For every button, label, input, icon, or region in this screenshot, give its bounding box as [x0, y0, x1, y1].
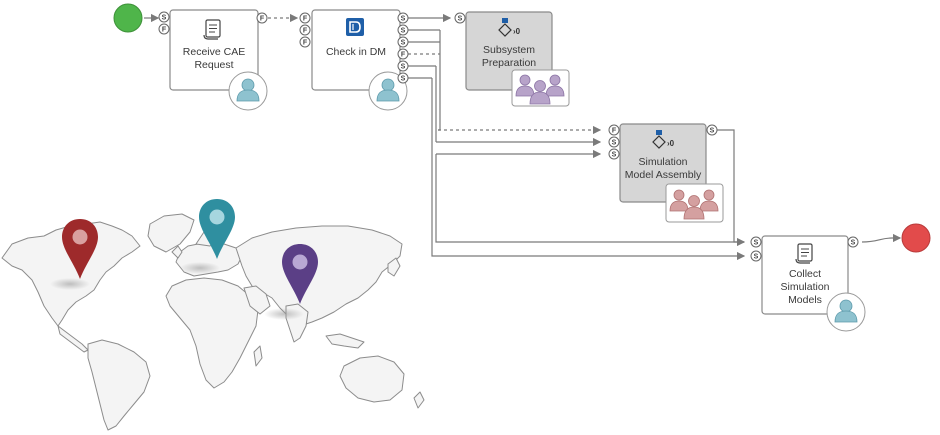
user-group-icon: [515, 74, 565, 105]
map-central-america: [57, 325, 89, 353]
port-success[interactable]: S: [706, 124, 718, 136]
user-badge[interactable]: [826, 292, 866, 332]
port-label: F: [303, 28, 308, 35]
port-success[interactable]: S: [397, 72, 409, 84]
port-label: S: [851, 240, 856, 247]
port-failure[interactable]: F: [256, 12, 268, 24]
script-scroll-icon: [795, 243, 813, 264]
port-label: F: [260, 16, 265, 23]
port-success[interactable]: S: [397, 12, 409, 24]
map-japan: [387, 257, 401, 277]
node-collect-simulation-models[interactable]: Collect Simulation Models: [761, 235, 849, 315]
node-label: Subsystem: [483, 44, 535, 56]
location-pin-icon: [282, 244, 318, 304]
node-label: Collect: [789, 268, 821, 280]
port-label: S: [401, 16, 406, 23]
port-label: F: [162, 27, 167, 34]
node-simulation-model-assembly[interactable]: ›0 Simulation Model Assembly: [619, 123, 707, 203]
map-arabia: [243, 285, 271, 315]
location-pin-icon: [62, 219, 98, 279]
port-label: S: [401, 28, 406, 35]
user-badge[interactable]: [228, 71, 268, 111]
start-event-icon[interactable]: [113, 3, 143, 33]
map-asia: [235, 225, 403, 327]
svg-text:›0: ›0: [667, 139, 675, 148]
port-success[interactable]: S: [397, 36, 409, 48]
port-failure[interactable]: F: [608, 124, 620, 136]
node-label: Simulation: [780, 281, 829, 293]
port-label: F: [303, 16, 308, 23]
port-label: S: [754, 254, 759, 261]
port-failure[interactable]: F: [299, 12, 311, 24]
subprocess-decision-icon: ›0: [652, 130, 675, 149]
group-badge[interactable]: [665, 183, 724, 223]
node-label: Models: [788, 294, 822, 306]
map-madagascar: [253, 345, 263, 367]
port-label: S: [612, 140, 617, 147]
port-failure[interactable]: F: [158, 23, 170, 35]
map-new-zealand: [413, 391, 425, 409]
node-receive-cae-request[interactable]: Receive CAE Request: [169, 9, 259, 91]
end-event-icon[interactable]: [901, 223, 931, 253]
node-label: Receive CAE: [183, 46, 245, 58]
port-label: F: [401, 52, 406, 59]
port-success[interactable]: S: [454, 12, 466, 24]
port-label: S: [458, 16, 463, 23]
port-success[interactable]: S: [608, 136, 620, 148]
group-badge[interactable]: [511, 69, 570, 107]
document-manager-icon: [346, 18, 364, 36]
node-check-in-dm[interactable]: Check in DM: [311, 9, 401, 91]
user-badge[interactable]: [368, 71, 408, 111]
location-pin-icon: [199, 199, 235, 259]
map-africa: [165, 277, 259, 389]
map-greenland: [147, 213, 195, 253]
port-failure[interactable]: F: [397, 48, 409, 60]
port-success[interactable]: S: [750, 250, 762, 262]
port-success[interactable]: S: [608, 148, 620, 160]
single-user-icon: [834, 299, 858, 323]
port-label: S: [401, 64, 406, 71]
port-label: S: [754, 240, 759, 247]
port-success[interactable]: S: [158, 11, 170, 23]
port-success[interactable]: S: [397, 24, 409, 36]
port-success[interactable]: S: [847, 236, 859, 248]
connectors: [144, 13, 902, 261]
map-indonesia: [325, 333, 365, 349]
port-label: S: [162, 15, 167, 22]
node-label: Check in DM: [326, 46, 386, 58]
script-scroll-icon: [203, 19, 221, 40]
port-failure[interactable]: F: [299, 24, 311, 36]
node-label: Preparation: [482, 57, 536, 69]
port-label: S: [612, 152, 617, 159]
map-south-america: [87, 339, 151, 431]
single-user-icon: [376, 78, 400, 102]
map-pins: [50, 199, 318, 320]
node-label: Simulation: [638, 156, 687, 168]
port-success[interactable]: S: [750, 236, 762, 248]
port-label: S: [710, 128, 715, 135]
port-success[interactable]: S: [397, 60, 409, 72]
port-label: F: [612, 128, 617, 135]
node-label: Model Assembly: [625, 169, 702, 181]
user-group-icon: [669, 189, 719, 220]
map-australia: [339, 355, 405, 403]
map-uk: [171, 245, 183, 259]
svg-text:›0: ›0: [513, 27, 521, 36]
port-failure[interactable]: F: [299, 36, 311, 48]
subprocess-decision-icon: ›0: [498, 18, 521, 37]
single-user-icon: [236, 78, 260, 102]
port-label: F: [303, 40, 308, 47]
node-label: Request: [194, 59, 233, 71]
port-label: S: [401, 76, 406, 83]
port-label: S: [401, 40, 406, 47]
